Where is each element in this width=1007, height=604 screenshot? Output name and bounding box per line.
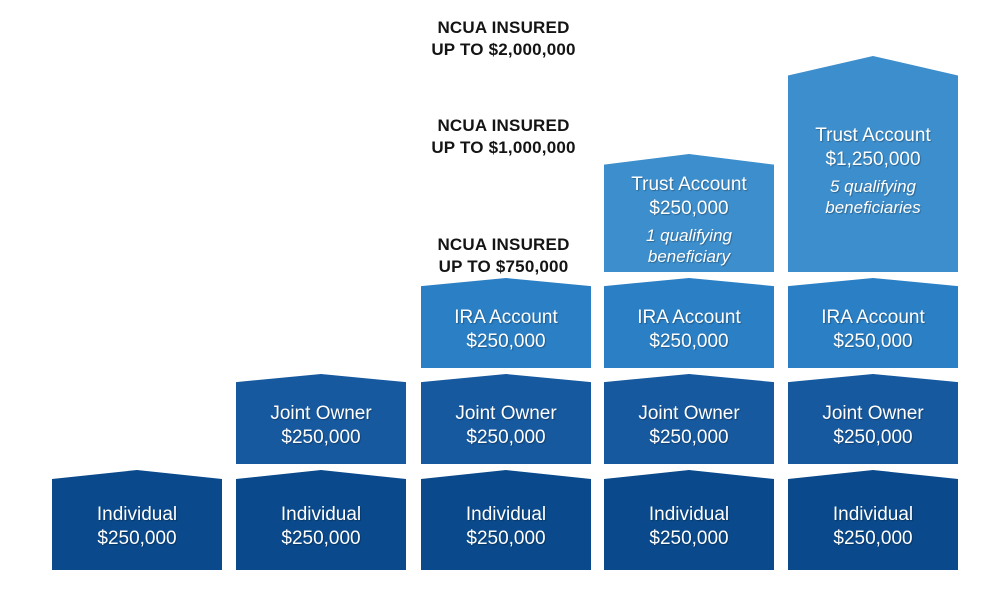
segment-amount: $250,000 [281,427,361,448]
segment-title: Individual [96,504,178,525]
segment-amount: $250,000 [649,331,729,352]
segment-amount: $250,000 [833,427,913,448]
header-line-2: UP TO $2,000,000 [431,40,576,59]
column-4-stack: Trust Account $250,000 1 qualifying benefic… [604,154,774,570]
segment-title: Joint Owner [455,403,557,424]
segment-title: Trust Account [815,125,931,146]
segment-individual: Individual $250,000 [421,470,591,570]
segment-title: Trust Account [631,174,747,195]
segment-title: Joint Owner [638,403,740,424]
column-5-header: NCUA INSURED UP TO $2,000,000 [399,17,609,61]
header-line-1: NCUA INSURED [437,116,570,135]
segment-trust-account: Trust Account $250,000 1 qualifying benefic… [604,154,774,272]
segment-trust-account: Trust Account $1,250,000 5 qualifying benef… [788,56,958,272]
column-1: Individual $250,000 [52,470,222,570]
column-5-stack: Trust Account $1,250,000 5 qualifying benef… [788,56,958,570]
segment-title: Individual [280,504,362,525]
segment-ira-account: IRA Account $250,000 [788,278,958,368]
header-line-2: UP TO $750,000 [438,257,569,276]
segment-individual: Individual $250,000 [604,470,774,570]
segment-title: Individual [648,504,730,525]
segment-amount: $250,000 [833,528,913,549]
segment-ira-account: IRA Account $250,000 [604,278,774,368]
segment-title: Individual [465,504,547,525]
segment-ira-account: IRA Account $250,000 [421,278,591,368]
segment-note: 1 qualifying beneficiary [646,225,732,267]
segment-amount: $250,000 [649,528,729,549]
column-1-stack: Individual $250,000 [52,470,222,570]
segment-title: Joint Owner [822,403,924,424]
segment-note: 5 qualifying beneficiaries [825,176,920,218]
header-line-2: UP TO $1,000,000 [431,138,576,157]
segment-individual: Individual $250,000 [788,470,958,570]
segment-title: IRA Account [454,307,558,328]
segment-title: Joint Owner [270,403,372,424]
segment-individual: Individual $250,000 [52,470,222,570]
column-5: Trust Account $1,250,000 5 qualifying benef… [788,56,958,570]
column-4: Trust Account $250,000 1 qualifying benefic… [604,154,774,570]
segment-note-line-1: 5 qualifying [829,177,916,196]
segment-note-line-2: beneficiaries [825,198,921,217]
segment-amount: $250,000 [466,427,546,448]
segment-joint-owner: Joint Owner $250,000 [236,374,406,464]
segment-individual: Individual $250,000 [236,470,406,570]
segment-amount: $250,000 [649,198,729,219]
segment-note-line-2: beneficiary [647,247,731,266]
segment-amount: $250,000 [466,331,546,352]
segment-title: Individual [832,504,914,525]
header-line-1: NCUA INSURED [437,235,570,254]
segment-amount: $250,000 [466,528,546,549]
column-3-header: NCUA INSURED UP TO $750,000 [399,234,609,278]
segment-amount: $1,250,000 [825,149,921,170]
segment-amount: $250,000 [97,528,177,549]
segment-joint-owner: Joint Owner $250,000 [604,374,774,464]
segment-joint-owner: Joint Owner $250,000 [421,374,591,464]
segment-amount: $250,000 [281,528,361,549]
segment-amount: $250,000 [833,331,913,352]
segment-joint-owner: Joint Owner $250,000 [788,374,958,464]
header-line-1: NCUA INSURED [437,18,570,37]
column-4-header: NCUA INSURED UP TO $1,000,000 [399,115,609,159]
segment-amount: $250,000 [649,427,729,448]
segment-title: IRA Account [637,307,741,328]
segment-note-line-1: 1 qualifying [645,226,732,245]
segment-title: IRA Account [821,307,925,328]
